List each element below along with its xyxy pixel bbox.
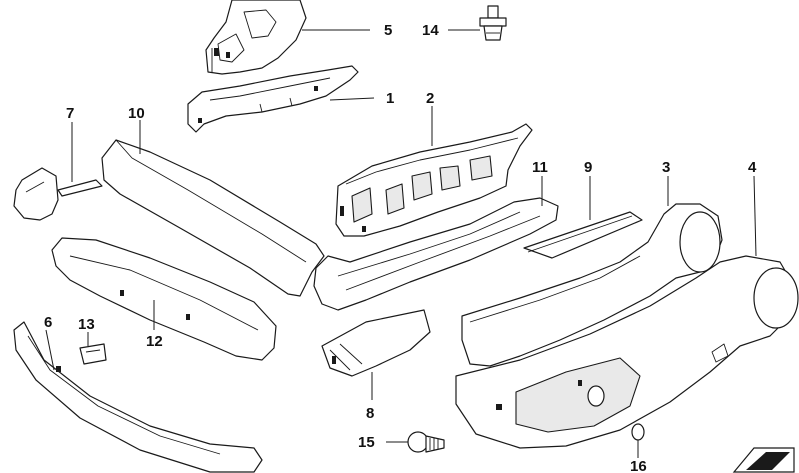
callout-labels: 5 14 1 2 7 10 11 9 3 4 6 13 12 8 15 16 — [44, 22, 757, 473]
part-6-front-strip — [13, 321, 263, 473]
part-5-bracket — [205, 0, 307, 75]
part-15-screw — [407, 431, 445, 453]
callout-12: 12 — [146, 333, 163, 350]
callout-3: 3 — [662, 159, 670, 176]
part-13-clip — [79, 343, 107, 365]
callout-10: 10 — [128, 105, 145, 122]
callout-16: 16 — [630, 458, 647, 473]
part-3-side-trim — [461, 203, 723, 367]
part-8-cover-bracket — [321, 309, 431, 377]
corner-logo — [732, 447, 795, 473]
callout-1: 1 — [386, 90, 394, 107]
callout-7: 7 — [66, 105, 74, 122]
callout-8: 8 — [366, 405, 374, 422]
part-2-seat-frame — [335, 123, 533, 237]
callout-9: 9 — [584, 159, 592, 176]
part-1-upper-rail — [187, 65, 359, 133]
callout-4: 4 — [748, 159, 757, 176]
part-14-clip — [479, 5, 507, 41]
part-9-strip — [523, 211, 643, 259]
part-12-lower-cover — [51, 237, 277, 361]
callout-15: 15 — [358, 434, 375, 451]
callout-11: 11 — [532, 159, 548, 176]
callout-14: 14 — [422, 22, 439, 39]
part-4-side-trim-outer — [455, 255, 799, 449]
callout-2: 2 — [426, 90, 434, 107]
part-16-plug — [631, 423, 645, 441]
callout-13: 13 — [78, 316, 95, 333]
part-7-end-cap — [13, 167, 103, 221]
leader-lines — [45, 29, 757, 458]
part-10-long-cover — [101, 139, 325, 297]
part-11-rail-cover — [313, 197, 559, 311]
callout-6: 6 — [44, 314, 52, 331]
callout-5: 5 — [384, 22, 392, 39]
